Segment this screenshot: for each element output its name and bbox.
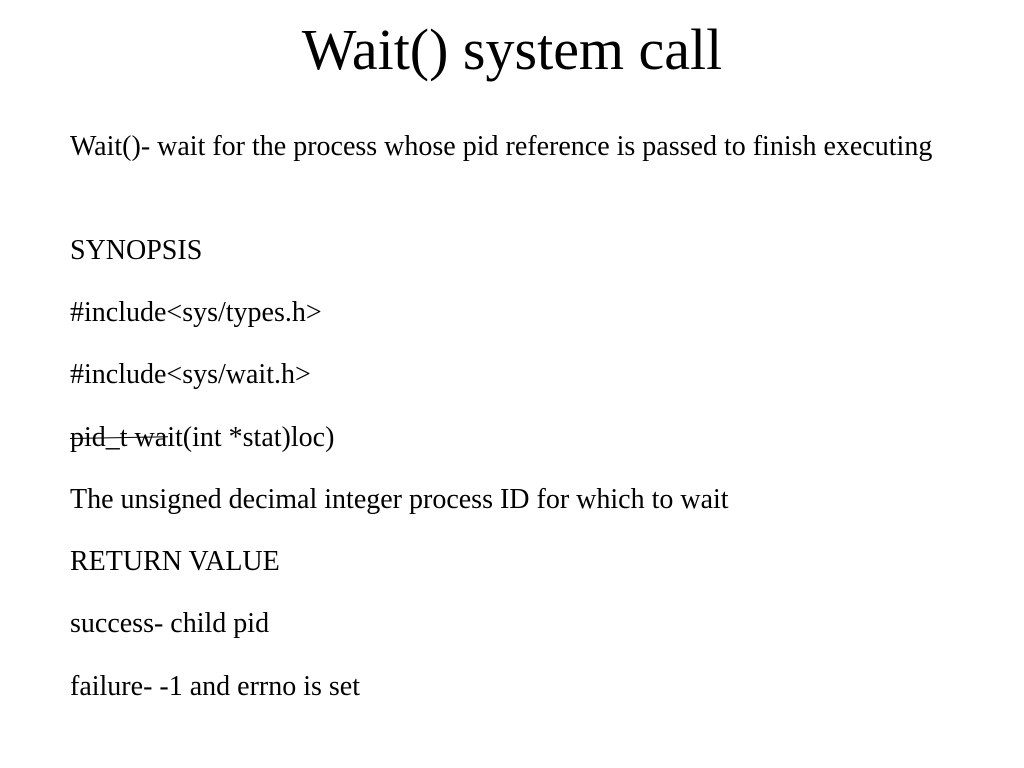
failure-return: failure- -1 and errno is set xyxy=(70,671,360,702)
process-id-description: The unsigned decimal integer process ID … xyxy=(70,484,729,515)
include-sys-wait: #include<sys/wait.h> xyxy=(70,359,311,390)
slide-title: Wait() system call xyxy=(301,17,723,82)
synopsis-heading: SYNOPSIS xyxy=(70,235,203,266)
success-return: success- child pid xyxy=(70,608,270,639)
include-sys-types: #include<sys/types.h> xyxy=(70,297,322,328)
function-signature-wrap: pid_t wait(int *stat)loc) xyxy=(69,417,334,458)
description-text: Wait()- wait for the process whose pid r… xyxy=(70,131,933,162)
function-signature-line: pid_t wait(int *stat)loc) xyxy=(69,417,1000,458)
return-value-heading: RETURN VALUE xyxy=(70,546,280,577)
